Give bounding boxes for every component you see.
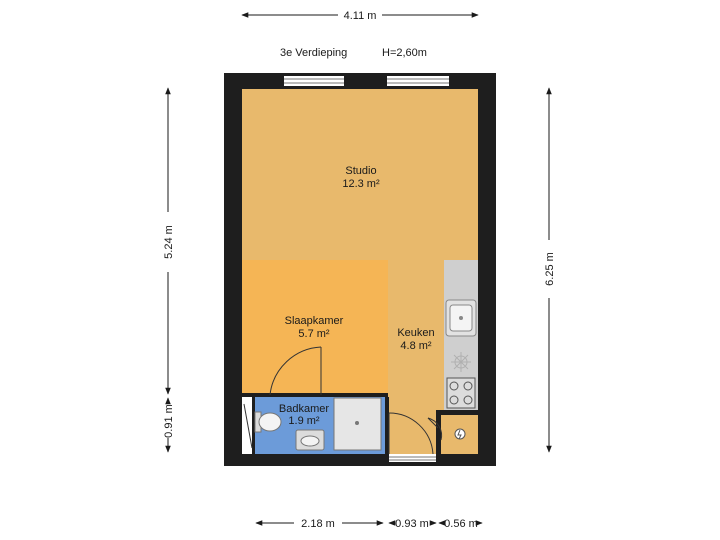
dimension-right: 6.25 m [544,87,556,453]
height-label: H=2,60m [382,47,427,59]
svg-text:6.25 m: 6.25 m [544,252,556,286]
hood-icon [451,352,471,372]
svg-text:0.93 m: 0.93 m [395,518,429,530]
window-top-left [284,76,344,86]
floor-label: 3e Verdieping [280,47,347,59]
keuken-name: Keuken [397,327,434,339]
stove-icon [446,377,476,409]
interior-walls [242,393,478,454]
dimension-bottom: 2.18 m 0.93 m 0.56 m [255,518,483,530]
dimension-left-upper: 5.24 m [163,87,175,395]
door-slaapkamer [269,346,322,396]
door-meter-cupboard [427,417,443,441]
svg-text:4.11 m: 4.11 m [344,10,377,22]
door-toilet [243,403,253,449]
slaapkamer-area-label: 5.7 m² [298,328,330,340]
front-door-threshold [389,454,436,462]
dimension-top: 4.11 m [241,10,479,22]
studio-area-label: 12.3 m² [342,178,380,190]
svg-text:0.91 m: 0.91 m [163,404,175,438]
svg-text:2.18 m: 2.18 m [301,518,335,530]
keuken-area-label: 4.8 m² [400,340,432,352]
electric-meter-icon [454,428,466,440]
studio-name: Studio [345,165,376,177]
dimension-left-lower: 0.91 m [163,397,175,453]
shower-icon [333,397,382,451]
badkamer-area-label: 1.9 m² [288,415,320,427]
slaapkamer-name: Slaapkamer [285,315,344,327]
toilet-icon [254,411,282,433]
window-top-right [387,76,449,86]
badkamer-name: Badkamer [279,403,329,415]
sink-icon [295,429,325,451]
door-front [388,412,434,455]
svg-text:5.24 m: 5.24 m [163,225,175,259]
svg-text:0.56 m: 0.56 m [444,518,478,530]
slaapkamer-area [242,260,388,393]
studio-area [242,89,478,260]
